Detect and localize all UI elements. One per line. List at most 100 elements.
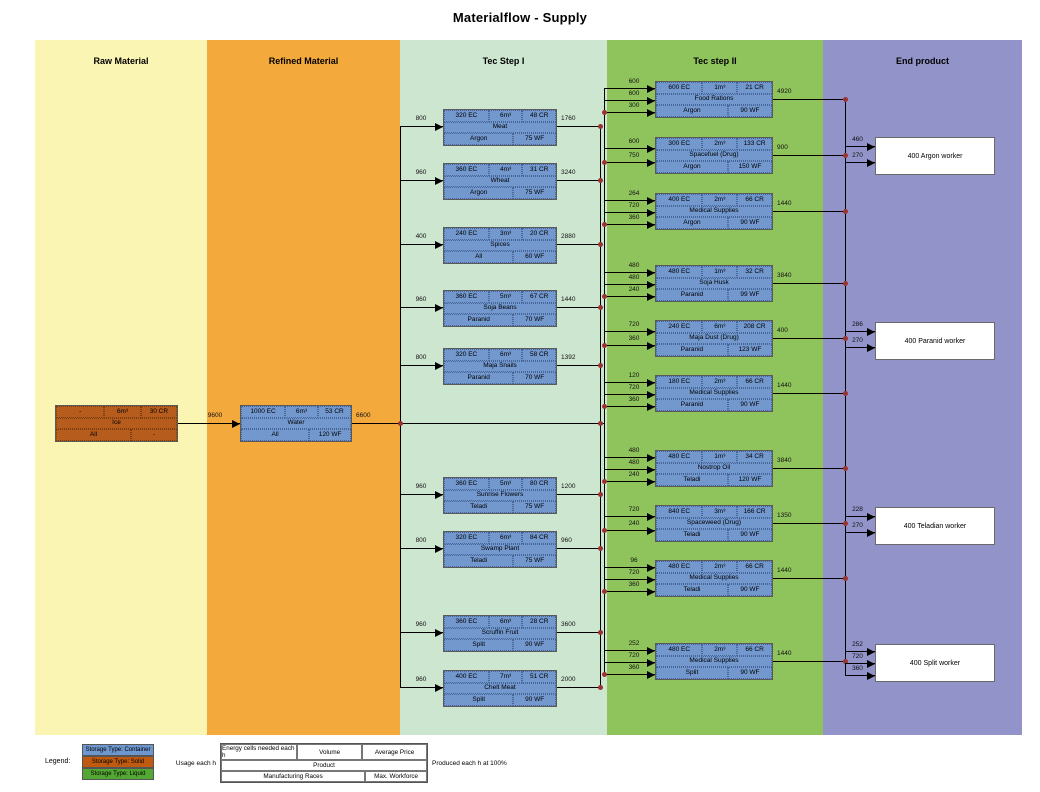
- flow-amount-label: 720: [628, 202, 640, 209]
- energy-cells-cell: 240 EC: [444, 228, 489, 240]
- flow-amount-label: 750: [628, 152, 640, 159]
- flow-amount-label: 9600: [207, 412, 223, 419]
- node-argon-worker: 400 Argon worker: [875, 137, 995, 175]
- volume-cell: 1m³: [702, 451, 738, 463]
- energy-cells-cell: 320 EC: [444, 532, 489, 544]
- flow-line: [845, 162, 875, 163]
- energy-cells-cell: 480 EC: [656, 266, 703, 278]
- workforce-cell: 75 WF: [513, 133, 556, 145]
- flow-line: [400, 307, 443, 308]
- arrowhead-icon: [647, 575, 655, 584]
- flow-line: [557, 632, 600, 633]
- diagram-title: Materialflow - Supply: [452, 10, 588, 25]
- energy-cells-cell: 600 EC: [656, 82, 703, 94]
- arrowhead-icon: [647, 512, 655, 521]
- flow-amount-label: 800: [415, 115, 427, 122]
- arrowhead-icon: [435, 240, 443, 249]
- product-name-cell: Swamp Plant: [444, 543, 556, 556]
- flow-line: [604, 212, 655, 213]
- workforce-cell: 75 WF: [513, 187, 556, 199]
- flow-line: [400, 126, 401, 687]
- flow-amount-label: 960: [415, 621, 427, 628]
- flow-amount-label: 720: [628, 652, 640, 659]
- flow-line: [400, 244, 443, 245]
- node-spaceweed: 840 EC 3m³ 166 CR Spaceweed (Drug) Telad…: [655, 505, 773, 542]
- flow-amount-label: 3840: [777, 457, 792, 464]
- junction-dot: [597, 546, 603, 551]
- workforce-cell: 90 WF: [727, 529, 772, 541]
- node-soja-husk: 480 EC 1m³ 32 CR Soja Husk Paranid 99 WF: [655, 265, 773, 302]
- junction-dot: [601, 222, 607, 227]
- flow-line: [557, 365, 600, 366]
- races-cell: Split: [444, 694, 514, 706]
- junction-dot: [597, 421, 603, 426]
- arrowhead-icon: [867, 647, 875, 656]
- flow-amount-label: 480: [628, 447, 640, 454]
- arrowhead-icon: [647, 658, 655, 667]
- flow-line: [400, 687, 443, 688]
- workforce-cell: -: [131, 429, 177, 441]
- flow-line: [604, 481, 655, 482]
- product-name-cell: Food Rations: [656, 93, 772, 106]
- flow-amount-label: 960: [415, 676, 427, 683]
- price-cell: 166 CR: [737, 506, 772, 518]
- key-price-cell: Average Price: [362, 744, 427, 760]
- product-name-cell: Wheat: [444, 175, 556, 188]
- volume-cell: 5m³: [488, 291, 523, 303]
- flow-amount-label: 480: [628, 459, 640, 466]
- volume-cell: 6m³: [488, 532, 523, 544]
- flow-amount-label: 360: [628, 664, 640, 671]
- flow-line: [604, 112, 655, 113]
- node-wheat: 360 EC 4m³ 31 CR Wheat Argon 75 WF: [443, 163, 557, 200]
- volume-cell: 6m³: [488, 110, 523, 122]
- races-cell: All: [444, 251, 514, 263]
- node-key-box: Energy cells needed each h Volume Averag…: [220, 743, 428, 783]
- flow-line: [604, 224, 655, 225]
- column-header: End product: [896, 56, 949, 66]
- node-soja-beans: 360 EC 5m³ 67 CR Soja Beans Paranid 70 W…: [443, 290, 557, 327]
- column-header: Raw Material: [93, 56, 149, 66]
- flow-line: [604, 284, 655, 285]
- node-teladian-worker: 400 Teladian worker: [875, 507, 995, 545]
- races-cell: Argon: [656, 105, 728, 117]
- flow-line: [604, 516, 655, 517]
- flow-line: [600, 126, 601, 687]
- arrowhead-icon: [435, 122, 443, 131]
- node-sunrise-flowers: 360 EC 5m³ 80 CR Sunrise Flowers Teladi …: [443, 477, 557, 514]
- workforce-cell: 90 WF: [727, 399, 772, 411]
- price-cell: 30 CR: [140, 406, 177, 418]
- flow-amount-label: 600: [628, 138, 640, 145]
- flow-line: [557, 548, 600, 549]
- workforce-cell: 90 WF: [727, 217, 772, 229]
- races-cell: Teladi: [656, 529, 728, 541]
- workforce-cell: 70 WF: [513, 372, 556, 384]
- arrowhead-icon: [867, 659, 875, 668]
- flow-amount-label: 720: [852, 653, 863, 660]
- flow-line: [604, 530, 655, 531]
- node-spacefuel: 300 EC 2m³ 133 CR Spacefuel (Drug) Argon…: [655, 137, 773, 174]
- key-product-cell: Product: [221, 760, 427, 771]
- arrowhead-icon: [647, 208, 655, 217]
- arrowhead-icon: [647, 96, 655, 105]
- arrowhead-icon: [867, 142, 875, 151]
- flow-line: [604, 662, 655, 663]
- node-paranid-worker: 400 Paranid worker: [875, 322, 995, 360]
- flow-amount-label: 240: [628, 520, 640, 527]
- node-water: 1000 EC 6m³ 53 CR Water All 120 WF: [240, 405, 352, 442]
- flow-amount-label: 360: [628, 214, 640, 221]
- flow-line: [400, 548, 443, 549]
- flow-amount-label: 720: [628, 506, 640, 513]
- races-cell: Split: [444, 639, 514, 651]
- flow-amount-label: 270: [852, 152, 863, 159]
- junction-dot: [842, 391, 848, 396]
- product-name-cell: Medical Supplies: [656, 387, 772, 400]
- energy-cells-cell: 480 EC: [656, 644, 703, 656]
- volume-cell: 6m³: [488, 349, 523, 361]
- flow-amount-label: 96: [630, 557, 638, 564]
- flow-line: [604, 394, 655, 395]
- column-header: Tec Step I: [482, 56, 525, 66]
- flow-amount-label: 960: [415, 483, 427, 490]
- price-cell: 31 CR: [522, 164, 556, 176]
- arrowhead-icon: [647, 390, 655, 399]
- arrowhead-icon: [647, 280, 655, 289]
